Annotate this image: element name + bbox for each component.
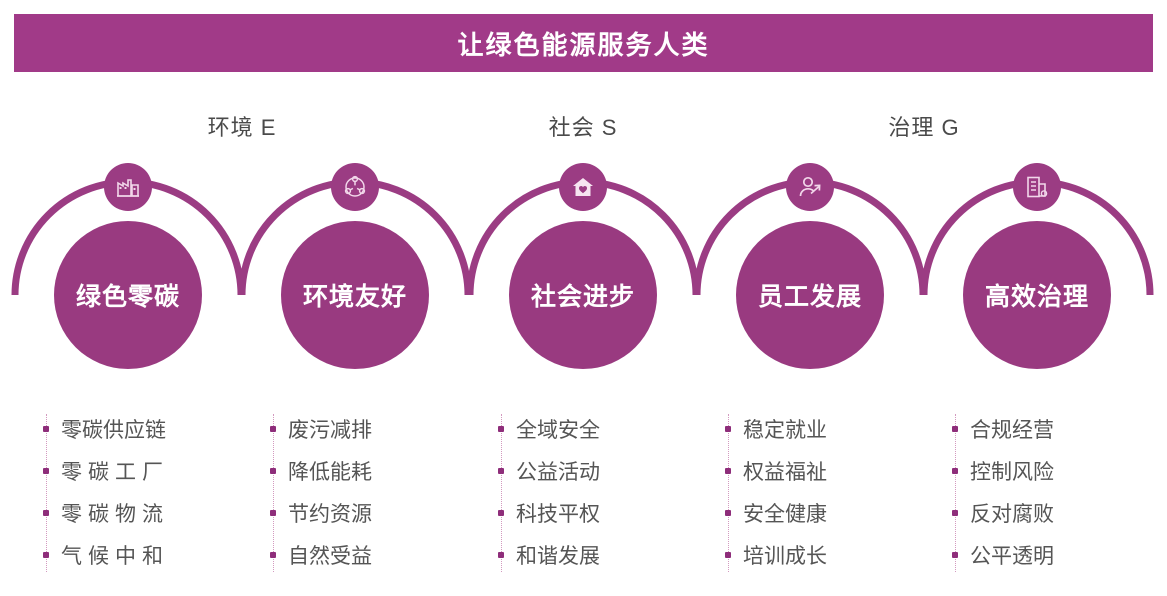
list-item[interactable]: 零碳工厂 bbox=[35, 450, 235, 492]
recycle-network-icon bbox=[331, 163, 379, 211]
person-growth-icon bbox=[786, 163, 834, 211]
list-item[interactable]: 权益福祉 bbox=[717, 450, 917, 492]
list-item-label: 反对腐败 bbox=[970, 503, 1054, 526]
bullet-icon bbox=[43, 510, 49, 516]
list-item-label: 科技平权 bbox=[516, 503, 600, 526]
list-item-label: 合规经营 bbox=[970, 419, 1054, 442]
list-item-label: 公益活动 bbox=[516, 461, 600, 484]
list-item[interactable]: 零碳物流 bbox=[35, 492, 235, 534]
pillar-circle-2[interactable]: 环境友好 bbox=[281, 221, 429, 369]
pillar-circle-5[interactable]: 高效治理 bbox=[963, 221, 1111, 369]
bullet-icon bbox=[270, 426, 276, 432]
list-item-label: 节约资源 bbox=[288, 503, 372, 526]
bullet-icon bbox=[270, 510, 276, 516]
list-item[interactable]: 废污减排 bbox=[262, 408, 462, 450]
bullet-icon bbox=[498, 510, 504, 516]
list-item[interactable]: 全域安全 bbox=[490, 408, 690, 450]
category-label-3: 治理 G bbox=[888, 115, 960, 140]
list-dotted-line bbox=[955, 414, 956, 572]
bullet-icon bbox=[43, 468, 49, 474]
list-item-label: 零碳工厂 bbox=[61, 461, 169, 484]
bullet-icon bbox=[952, 552, 958, 558]
list-item[interactable]: 公平透明 bbox=[944, 534, 1144, 576]
header-banner: 让绿色能源服务人类 bbox=[14, 14, 1153, 72]
pillar-circle-4[interactable]: 员工发展 bbox=[736, 221, 884, 369]
document-chart-icon bbox=[1013, 163, 1061, 211]
bullet-icon bbox=[270, 468, 276, 474]
bullet-icon bbox=[952, 426, 958, 432]
list-item-label: 安全健康 bbox=[743, 503, 827, 526]
list-item[interactable]: 控制风险 bbox=[944, 450, 1144, 492]
pillar-circle-1[interactable]: 绿色零碳 bbox=[54, 221, 202, 369]
page-title: 让绿色能源服务人类 bbox=[457, 29, 710, 60]
list-item-label: 零碳供应链 bbox=[61, 419, 166, 442]
category-label-2: 社会 S bbox=[548, 115, 618, 140]
list-item-label: 气候中和 bbox=[61, 545, 169, 568]
list-item[interactable]: 和谐发展 bbox=[490, 534, 690, 576]
list-dotted-line bbox=[501, 414, 502, 572]
list-item[interactable]: 反对腐败 bbox=[944, 492, 1144, 534]
pillar-item-list-5: 合规经营控制风险反对腐败公平透明 bbox=[944, 408, 1144, 576]
bullet-icon bbox=[725, 510, 731, 516]
pillar-title: 环境友好 bbox=[302, 283, 407, 311]
list-item-label: 废污减排 bbox=[288, 419, 372, 442]
pillar-item-list-4: 稳定就业权益福祉安全健康培训成长 bbox=[717, 408, 917, 576]
list-item-label: 全域安全 bbox=[516, 419, 600, 442]
list-dotted-line bbox=[728, 414, 729, 572]
list-item[interactable]: 自然受益 bbox=[262, 534, 462, 576]
pillar-title: 社会进步 bbox=[530, 283, 635, 311]
list-item[interactable]: 培训成长 bbox=[717, 534, 917, 576]
pillar-circle-3[interactable]: 社会进步 bbox=[509, 221, 657, 369]
bullet-icon bbox=[952, 510, 958, 516]
bullet-icon bbox=[43, 426, 49, 432]
pillar-item-list-3: 全域安全公益活动科技平权和谐发展 bbox=[490, 408, 690, 576]
house-heart-icon bbox=[559, 163, 607, 211]
list-item-label: 自然受益 bbox=[288, 545, 372, 568]
list-dotted-line bbox=[273, 414, 274, 572]
bullet-icon bbox=[498, 426, 504, 432]
list-item-label: 公平透明 bbox=[970, 545, 1054, 568]
pillar-title: 绿色零碳 bbox=[75, 283, 180, 311]
bullet-icon bbox=[43, 552, 49, 558]
pillar-item-list-1: 零碳供应链零碳工厂零碳物流气候中和 bbox=[35, 408, 235, 576]
list-item-label: 权益福祉 bbox=[743, 461, 827, 484]
pillar-item-list-2: 废污减排降低能耗节约资源自然受益 bbox=[262, 408, 462, 576]
bullet-icon bbox=[952, 468, 958, 474]
bullet-icon bbox=[498, 552, 504, 558]
bullet-icon bbox=[498, 468, 504, 474]
list-item-label: 和谐发展 bbox=[516, 545, 600, 568]
bullet-icon bbox=[270, 552, 276, 558]
list-item[interactable]: 稳定就业 bbox=[717, 408, 917, 450]
pillar-title: 高效治理 bbox=[984, 283, 1089, 311]
list-item-label: 稳定就业 bbox=[743, 419, 827, 442]
pillar-title: 员工发展 bbox=[757, 283, 862, 311]
list-item[interactable]: 节约资源 bbox=[262, 492, 462, 534]
list-item-label: 控制风险 bbox=[970, 461, 1054, 484]
list-item-label: 降低能耗 bbox=[288, 461, 372, 484]
bullet-icon bbox=[725, 468, 731, 474]
list-item[interactable]: 降低能耗 bbox=[262, 450, 462, 492]
list-item[interactable]: 科技平权 bbox=[490, 492, 690, 534]
list-item[interactable]: 合规经营 bbox=[944, 408, 1144, 450]
list-item-label: 培训成长 bbox=[743, 545, 827, 568]
list-item[interactable]: 公益活动 bbox=[490, 450, 690, 492]
bullet-icon bbox=[725, 426, 731, 432]
category-label-1: 环境 E bbox=[207, 115, 277, 140]
factory-icon bbox=[104, 163, 152, 211]
list-item[interactable]: 气候中和 bbox=[35, 534, 235, 576]
bullet-icon bbox=[725, 552, 731, 558]
list-item[interactable]: 零碳供应链 bbox=[35, 408, 235, 450]
list-item[interactable]: 安全健康 bbox=[717, 492, 917, 534]
list-dotted-line bbox=[46, 414, 47, 572]
list-item-label: 零碳物流 bbox=[61, 503, 169, 526]
